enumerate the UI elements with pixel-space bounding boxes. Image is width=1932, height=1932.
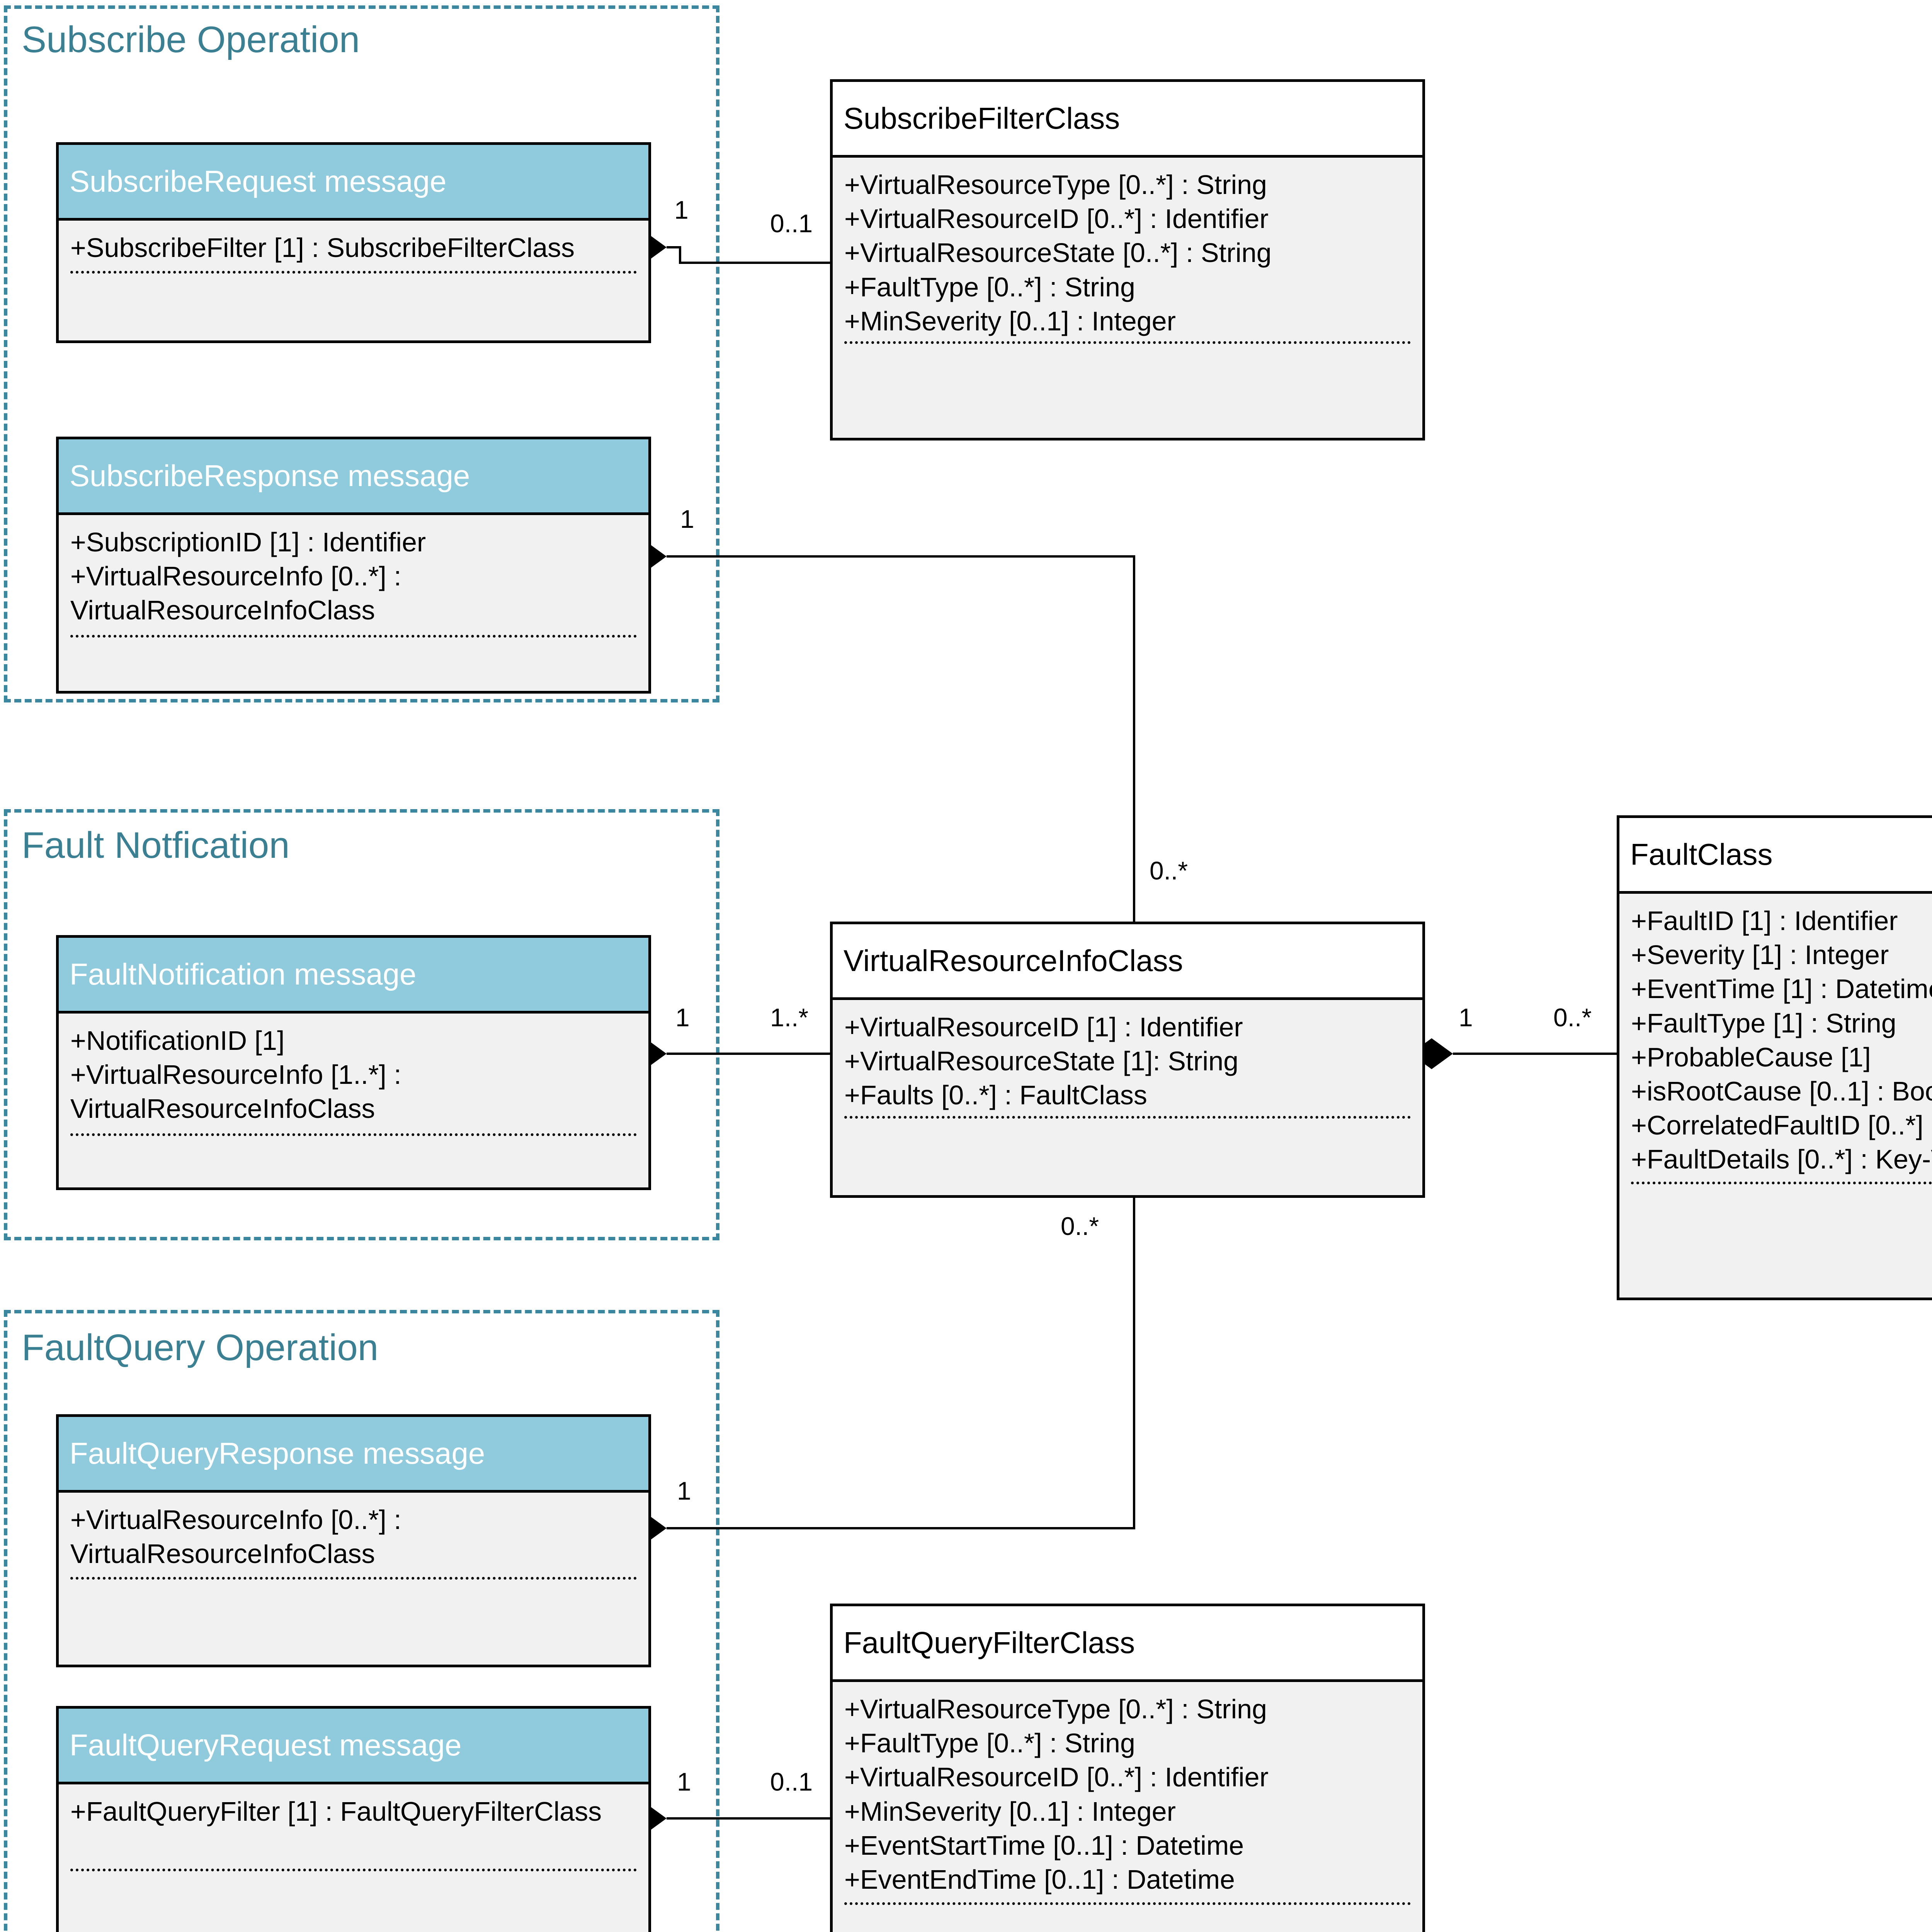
attribute: +FaultType [0..*] : String — [844, 272, 1135, 302]
attribute-compartment: +FaultID [1] : Identifier +Severity [1] … — [1619, 894, 1932, 1298]
compartment-separator — [844, 1902, 1411, 1905]
attribute: +FaultType [0..*] : String — [844, 1728, 1135, 1759]
compartment-separator — [1631, 1182, 1932, 1184]
attribute-compartment: +VirtualResourceType [0..*] : String +Vi… — [833, 158, 1422, 438]
attribute: +VirtualResourceID [1] : Identifier — [844, 1012, 1243, 1042]
multiplicity-vric-left: 1..* — [770, 1003, 809, 1032]
multiplicity-subscribefilterclass: 0..1 — [770, 209, 813, 238]
attribute: +MinSeverity [0..1] : Integer — [844, 1796, 1176, 1827]
box-faultqueryresponse-message[interactable]: FaultQueryResponse message +VirtualResou… — [56, 1414, 651, 1667]
attribute-compartment: +VirtualResourceID [1] : Identifier +Vir… — [833, 1000, 1422, 1195]
box-title: SubscribeResponse message — [59, 439, 648, 515]
attribute: +isRootCause [0..1] : Boolean — [1631, 1076, 1932, 1106]
box-faultnotification-message[interactable]: FaultNotification message +NotificationI… — [56, 935, 651, 1190]
attribute-compartment: +VirtualResourceInfo [0..*] : VirtualRes… — [59, 1493, 648, 1665]
box-title: VirtualResourceInfoClass — [833, 924, 1422, 1000]
compartment-separator — [70, 271, 637, 274]
compartment-separator — [70, 635, 637, 638]
box-faultqueryfilterclass[interactable]: FaultQueryFilterClass +VirtualResourceTy… — [830, 1604, 1425, 1932]
group-title-fault-notification: Fault Notfication — [22, 825, 290, 866]
attribute: +EventEndTime [0..1] : Datetime — [844, 1864, 1235, 1895]
box-subscribefilterclass[interactable]: SubscribeFilterClass +VirtualResourceTyp… — [830, 79, 1425, 440]
group-frame-faultquery-operation — [4, 1310, 719, 1932]
attribute: +FaultType [1] : String — [1631, 1008, 1896, 1038]
attribute: +EventStartTime [0..1] : Datetime — [844, 1830, 1244, 1861]
compartment-separator — [70, 1869, 637, 1871]
attribute-compartment: +FaultQueryFilter [1] : FaultQueryFilter… — [59, 1784, 648, 1932]
group-frame-fault-notification — [4, 809, 719, 1240]
attribute: +CorrelatedFaultID [0..*] : Identifier — [1631, 1110, 1932, 1141]
attribute-compartment: +VirtualResourceType [0..*] : String +Fa… — [833, 1682, 1422, 1932]
attribute-compartment: +NotificationID [1] +VirtualResourceInfo… — [59, 1014, 648, 1187]
attribute: +EventTime [1] : Datetime — [1631, 974, 1932, 1004]
attribute: +VirtualResourceState [1]: String — [844, 1046, 1239, 1077]
attribute: +NotificationID [1] — [70, 1026, 285, 1056]
attribute: +FaultQueryFilter [1] : FaultQueryFilter… — [70, 1796, 602, 1827]
box-title: SubscribeRequest message — [59, 145, 648, 221]
multiplicity-faultnotification: 1 — [675, 1003, 690, 1032]
box-title: FaultQueryFilterClass — [833, 1606, 1422, 1682]
attribute: +Faults [0..*] : FaultClass — [844, 1080, 1147, 1111]
box-subscriberesponse-message[interactable]: SubscribeResponse message +SubscriptionI… — [56, 437, 651, 694]
attribute-compartment: +SubscriptionID [1] : Identifier +Virtua… — [59, 515, 648, 691]
attribute: +VirtualResourceInfo [0..*] : VirtualRes… — [70, 561, 401, 626]
box-subscriberequest-message[interactable]: SubscribeRequest message +SubscribeFilte… — [56, 142, 651, 343]
multiplicity-faultqueryresponse: 1 — [677, 1476, 691, 1505]
compartment-separator — [844, 1116, 1411, 1119]
attribute: +VirtualResourceInfo [1..*] : VirtualRes… — [70, 1060, 401, 1124]
attribute-compartment: +SubscribeFilter [1] : SubscribeFilterCl… — [59, 221, 648, 340]
box-title: FaultNotification message — [59, 938, 648, 1014]
attribute: +VirtualResourceType [0..*] : String — [844, 170, 1267, 200]
compartment-separator — [70, 1133, 637, 1136]
box-title: SubscribeFilterClass — [833, 82, 1422, 158]
group-title-faultquery-operation: FaultQuery Operation — [22, 1327, 379, 1368]
attribute: +MinSeverity [0..1] : Integer — [844, 306, 1176, 336]
attribute: +SubscriptionID [1] : Identifier — [70, 527, 426, 557]
attribute: +VirtualResourceType [0..*] : String — [844, 1694, 1267, 1724]
multiplicity-faultqueryfilterclass: 0..1 — [770, 1767, 813, 1796]
multiplicity-faultclass: 0..* — [1553, 1003, 1592, 1032]
multiplicity-subscriberequest: 1 — [674, 196, 689, 224]
multiplicity-vric-top: 0..* — [1150, 856, 1188, 885]
attribute: +VirtualResourceInfo [0..*] : VirtualRes… — [70, 1505, 401, 1569]
attribute: +FaultDetails [0..*] : Key-Value pairs — [1631, 1144, 1932, 1175]
attribute: +VirtualResourceState [0..*] : String — [844, 238, 1272, 268]
multiplicity-faultqueryrequest: 1 — [677, 1767, 691, 1796]
box-virtualresourceinfoclass[interactable]: VirtualResourceInfoClass +VirtualResourc… — [830, 922, 1425, 1198]
attribute: +VirtualResourceID [0..*] : Identifier — [844, 1762, 1269, 1793]
box-title: FaultClass — [1619, 818, 1932, 894]
attribute: +ProbableCause [1] — [1631, 1042, 1871, 1072]
box-faultclass[interactable]: FaultClass +FaultID [1] : Identifier +Se… — [1617, 815, 1932, 1300]
multiplicity-subscriberesponse: 1 — [680, 505, 694, 533]
attribute: +SubscribeFilter [1] : SubscribeFilterCl… — [70, 233, 575, 263]
compartment-separator — [70, 1577, 637, 1580]
multiplicity-vric-bottom: 0..* — [1061, 1212, 1099, 1240]
box-title: FaultQueryResponse message — [59, 1417, 648, 1493]
attribute: +Severity [1] : Integer — [1631, 940, 1889, 970]
group-title-subscribe-operation: Subscribe Operation — [22, 19, 360, 60]
attribute: +FaultID [1] : Identifier — [1631, 906, 1898, 936]
group-frame-subscribe-operation — [4, 5, 719, 702]
multiplicity-vric-right: 1 — [1459, 1003, 1473, 1032]
compartment-separator — [844, 341, 1411, 344]
attribute: +VirtualResourceID [0..*] : Identifier — [844, 204, 1269, 234]
box-faultqueryrequest-message[interactable]: FaultQueryRequest message +FaultQueryFil… — [56, 1706, 651, 1932]
box-title: FaultQueryRequest message — [59, 1709, 648, 1784]
